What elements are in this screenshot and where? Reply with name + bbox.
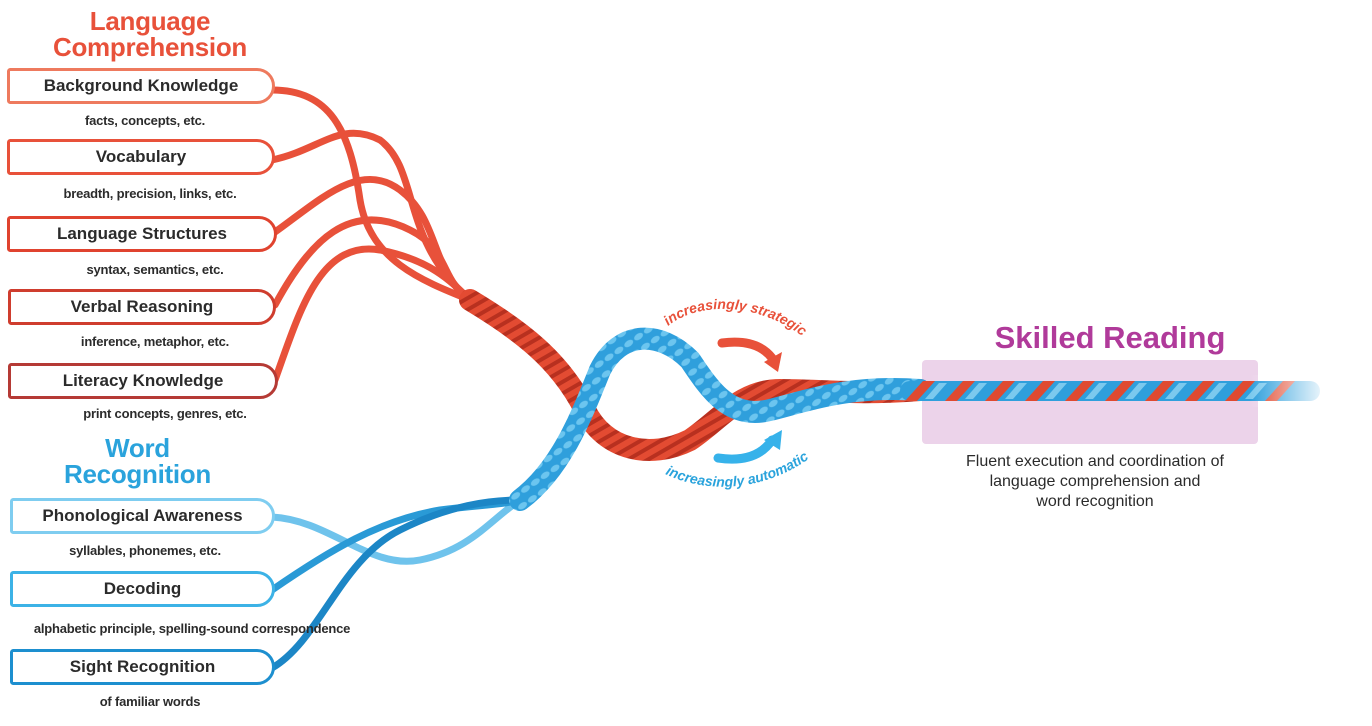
title-line-2: Comprehension	[52, 32, 247, 62]
strand-sub-sight-recognition: of familiar words	[99, 694, 201, 709]
word-rope	[509, 327, 931, 511]
strand-label: Sight Recognition	[69, 657, 216, 676]
strand-sub-decoding: alphabetic principle, spelling-sound cor…	[33, 621, 351, 636]
strand-sub-vocabulary: breadth, precision, links, etc.	[63, 186, 237, 201]
strand-label: Vocabulary	[95, 147, 187, 166]
strand-box-verbal-reasoning: Verbal Reasoning	[8, 289, 276, 325]
language-comprehension-title: Language Comprehension	[30, 8, 270, 60]
automatic-label: increasingly automatic	[664, 448, 811, 490]
description-line: language comprehension and	[989, 473, 1201, 490]
strand-box-decoding: Decoding	[10, 571, 275, 607]
title-line-1: Word	[105, 433, 170, 463]
word-recognition-title: Word Recognition	[40, 435, 235, 487]
strategic-label: increasingly strategic	[660, 296, 810, 339]
title-line-2: Recognition	[64, 459, 211, 489]
word-strands	[268, 496, 524, 672]
strand-sub-language-structures: syntax, semantics, etc.	[86, 262, 224, 277]
skilled-reading-description: Fluent execution and coordination of lan…	[910, 452, 1280, 512]
strand-label: Decoding	[103, 579, 182, 598]
strand-sub-literacy-knowledge: print concepts, genres, etc.	[83, 406, 247, 421]
strand-label: Language Structures	[56, 224, 228, 243]
strategic-arrow-icon	[717, 337, 777, 363]
description-line: word recognition	[1036, 493, 1154, 510]
strand-sub-background-knowledge: facts, concepts, etc.	[84, 113, 206, 128]
automatic-arrow-icon	[713, 435, 777, 464]
strand-label: Verbal Reasoning	[70, 297, 214, 316]
strand-box-language-structures: Language Structures	[7, 216, 277, 252]
description-line: Fluent execution and coordination of	[966, 453, 1224, 470]
skilled-reading-rope	[900, 375, 1330, 407]
strand-label: Literacy Knowledge	[62, 371, 224, 390]
title-line-1: Language	[89, 6, 211, 36]
skilled-reading-title: Skilled Reading	[994, 320, 1226, 355]
strand-box-sight-recognition: Sight Recognition	[10, 649, 275, 685]
skilled-reading-highlight	[922, 360, 1258, 444]
strand-label: Background Knowledge	[43, 76, 239, 95]
language-strands	[268, 86, 474, 384]
strand-sub-phonological-awareness: syllables, phonemes, etc.	[69, 543, 221, 558]
strand-box-vocabulary: Vocabulary	[7, 139, 275, 175]
strand-label: Phonological Awareness	[42, 506, 243, 525]
strand-sub-verbal-reasoning: inference, metaphor, etc.	[80, 334, 230, 349]
strand-box-background-knowledge: Background Knowledge	[7, 68, 275, 104]
strand-box-phonological-awareness: Phonological Awareness	[10, 498, 275, 534]
strand-box-literacy-knowledge: Literacy Knowledge	[8, 363, 278, 399]
